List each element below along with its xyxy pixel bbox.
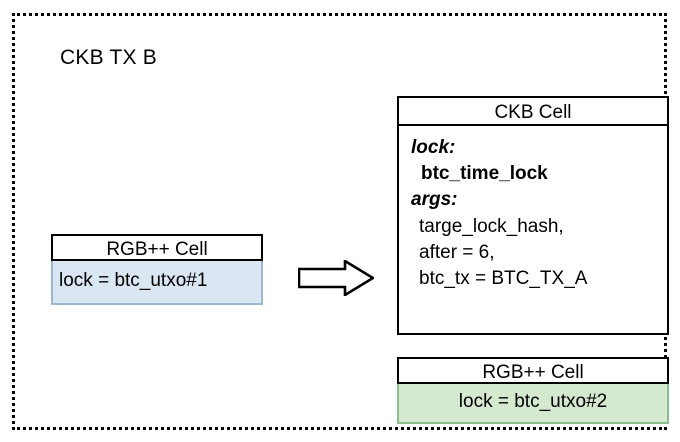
output-rgbpp-cell-lock: lock = btc_utxo#2 [397,384,669,424]
output-ckb-cell: CKB Cell lock: btc_time_lock args: targe… [397,96,669,335]
ckb-line-lock-key: lock: [411,137,456,158]
output-ckb-cell-body: lock: btc_time_lock args: targe_lock_has… [397,126,669,335]
output-rgbpp-cell-header: RGB++ Cell [397,357,669,384]
block-arrow-right-icon [297,258,376,298]
ckb-line-arg-after: after = 6, [419,241,495,263]
input-rgbpp-cell-lock: lock = btc_utxo#1 [51,261,263,305]
ckb-line-args-key: args: [411,189,458,211]
ckb-line-lock-value: btc_time_lock [421,163,548,185]
ckb-line-arg-target-lock-hash: targe_lock_hash, [419,215,564,237]
diagram-title: CKB TX B [60,46,157,69]
ckb-tx-b-container: CKB TX B RGB++ Cell lock = btc_utxo#1 CK… [12,13,669,430]
input-rgbpp-cell-header: RGB++ Cell [51,234,263,261]
output-rgbpp-cell: RGB++ Cell lock = btc_utxo#2 [397,357,669,424]
output-ckb-cell-header: CKB Cell [397,96,669,126]
input-rgbpp-cell: RGB++ Cell lock = btc_utxo#1 [51,234,263,305]
ckb-line-arg-btc-tx: btc_tx = BTC_TX_A [419,268,588,290]
